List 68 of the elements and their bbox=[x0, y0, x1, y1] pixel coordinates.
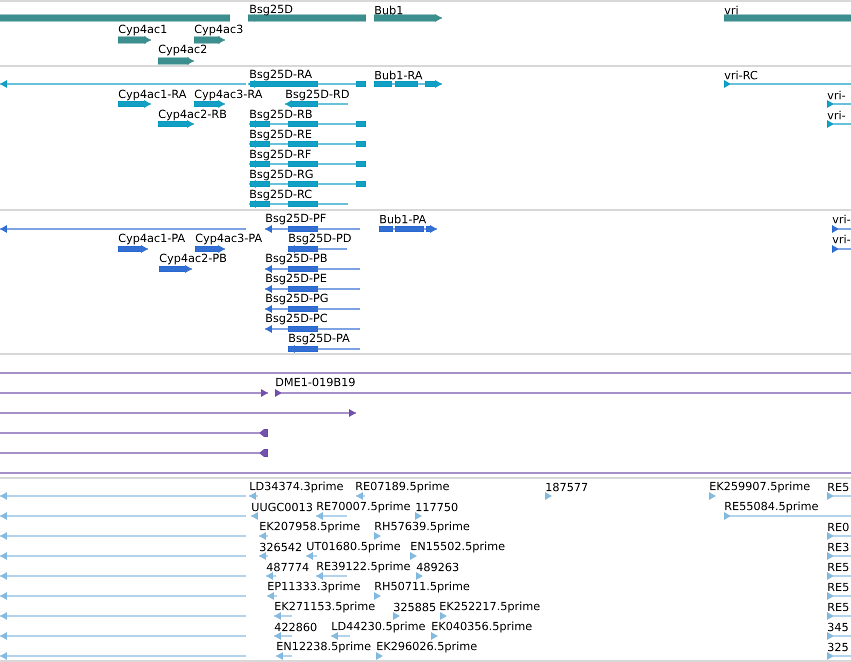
feature-label: Bsg25D-RG bbox=[250, 170, 313, 180]
feature-label: DME1-019B19 bbox=[276, 378, 355, 386]
feature-label: RE5 bbox=[828, 482, 848, 492]
feature-label: vri bbox=[724, 6, 738, 14]
feature-label: EK040356.5prime bbox=[432, 622, 532, 632]
feature-label: EK259907.5prime bbox=[710, 482, 810, 492]
feature-label: Bsg25D-RA bbox=[250, 70, 312, 80]
feature-label: Bsg25D-RE bbox=[250, 130, 312, 140]
feature-label: Bub1-RA bbox=[375, 70, 422, 80]
feature-label: Cyp4ac2-PB bbox=[160, 254, 226, 264]
feature-label: EN12238.5prime bbox=[277, 642, 370, 652]
feature-label: EK271153.5prime bbox=[275, 602, 375, 612]
feature-label: vri- bbox=[828, 90, 846, 100]
feature-label: Bub1-PA bbox=[380, 214, 426, 224]
feature-label: 325 bbox=[828, 642, 848, 652]
feature-label: Bsg25D bbox=[250, 4, 292, 16]
feature-label: RH57639.5prime bbox=[375, 522, 470, 532]
feature-label: Bsg25D-RB bbox=[250, 110, 312, 120]
feature-label: RE55084.5prime bbox=[725, 502, 818, 512]
feature-label: Bub1 bbox=[375, 6, 402, 14]
feature-label: UT01680.5prime bbox=[307, 542, 400, 552]
feature-label: RH50711.5prime bbox=[375, 582, 470, 592]
feature-label: Bsg25D-RD bbox=[286, 90, 349, 100]
feature-label: Cyp4ac3-RA bbox=[194, 90, 262, 100]
feature-label: 326542 bbox=[260, 542, 302, 552]
feature-label: Cyp4ac1 bbox=[118, 24, 166, 36]
feature-label: 325885 bbox=[394, 602, 436, 612]
feature-label: 422860 bbox=[274, 622, 316, 632]
feature-label: UUGC0013 bbox=[252, 502, 312, 512]
feature-label: vri- bbox=[832, 214, 850, 224]
feature-label: Bsg25D-PD bbox=[289, 234, 351, 244]
feature-label: Bsg25D-PA bbox=[289, 334, 350, 344]
feature-label: RE5 bbox=[828, 582, 848, 592]
feature-label: 345 bbox=[828, 622, 848, 632]
feature-label: EK252217.5prime bbox=[440, 602, 540, 612]
feature-label: Cyp4ac1-RA bbox=[118, 90, 186, 100]
feature-label: Cyp4ac2-RB bbox=[158, 110, 226, 120]
feature-label: Bsg25D-PF bbox=[266, 214, 326, 224]
feature-label: LD44230.5prime bbox=[332, 622, 425, 632]
feature-label: Cyp4ac2 bbox=[158, 44, 206, 56]
feature-label: RE70007.5prime bbox=[317, 502, 410, 512]
feature-label: Cyp4ac1-PA bbox=[118, 234, 186, 244]
feature-label: LD34374.3prime bbox=[250, 482, 343, 492]
feature-label: Bsg25D-RF bbox=[250, 150, 311, 160]
feature-label: RE3 bbox=[828, 542, 848, 552]
feature-label: EK207958.5prime bbox=[260, 522, 360, 532]
feature-label: EN15502.5prime bbox=[411, 542, 504, 552]
feature-label: 117750 bbox=[416, 502, 458, 512]
feature-label: Bsg25D-PE bbox=[266, 274, 326, 284]
feature-label: vri- bbox=[832, 234, 850, 244]
feature-label: RE0 bbox=[828, 522, 849, 532]
feature-label: RE5 bbox=[828, 602, 848, 612]
feature-label: Bsg25D-RC bbox=[250, 190, 312, 200]
feature-label: Cyp4ac3-PA bbox=[196, 234, 262, 244]
feature-label: EK296026.5prime bbox=[377, 642, 477, 652]
feature-label: EP11333.3prime bbox=[268, 582, 360, 592]
feature-label: vri-RC bbox=[724, 70, 758, 80]
feature-label: 187577 bbox=[546, 482, 588, 492]
feature-label: Cyp4ac3 bbox=[194, 24, 242, 36]
feature-label: RE5 bbox=[828, 562, 848, 572]
feature-label: vri- bbox=[828, 110, 846, 120]
feature-label: Bsg25D-PB bbox=[266, 254, 327, 264]
feature-label: RE07189.5prime bbox=[356, 482, 449, 492]
feature-label: 487774 bbox=[266, 562, 309, 572]
feature-label: Bsg25D-PG bbox=[266, 294, 328, 304]
feature-label: Bsg25D-PC bbox=[266, 314, 328, 324]
feature-label: RE39122.5prime bbox=[317, 562, 410, 572]
feature-label: 489263 bbox=[416, 562, 458, 572]
